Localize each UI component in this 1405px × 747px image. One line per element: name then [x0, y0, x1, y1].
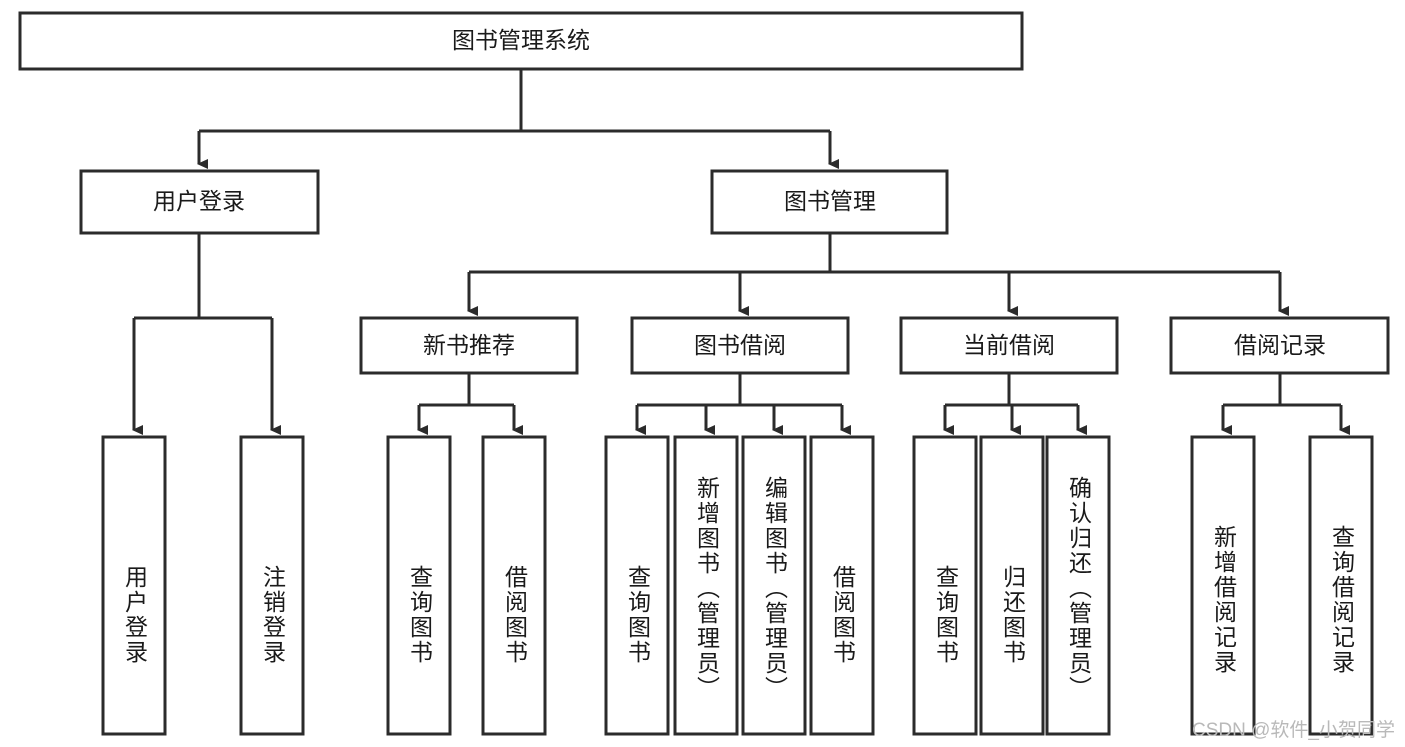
leaf-label-wrap-return-book: 归还图书: [981, 495, 1043, 734]
node-root-rect[interactable]: [18, 11, 1024, 71]
node-borrow-record[interactable]: 借阅记录: [1169, 316, 1390, 375]
connector-group-current: [943, 373, 1087, 435]
node-borrow-record-rect[interactable]: [1169, 316, 1390, 375]
leaf-rect-query-book-1[interactable]: [386, 435, 452, 736]
leaf-rect-user-login[interactable]: [101, 435, 167, 736]
leaf-rect-query-book-2[interactable]: [604, 435, 670, 736]
leaf-rect-add-record[interactable]: [1190, 435, 1256, 736]
leaf-rect-query-record[interactable]: [1308, 435, 1374, 736]
leaf-rect-query-book-3[interactable]: [912, 435, 978, 736]
node-new-book-recommend-rect[interactable]: [359, 316, 579, 375]
leaf-label-wrap-confirm-return: 确认归还（管理员）: [1047, 443, 1109, 734]
node-user-login-label: 用户登录: [153, 188, 245, 214]
node-book-manage-rect[interactable]: [710, 169, 949, 235]
connector-group-user-login: [132, 233, 281, 435]
leaf-label-query-record: 查询借阅记录: [1328, 524, 1355, 675]
leaf-rect-confirm-return[interactable]: [1045, 435, 1111, 736]
leaf-label-wrap-query-book-3: 查询图书: [914, 495, 976, 734]
leaf-label-wrap-query-record: 查询借阅记录: [1310, 465, 1372, 734]
connector-group-book-manage: [467, 232, 1289, 316]
node-user-login[interactable]: 用户登录: [79, 169, 320, 235]
leaf-label-edit-book: 编辑图书（管理员）: [761, 476, 788, 701]
node-new-book-recommend-label: 新书推荐: [423, 332, 515, 358]
leaf-rect-edit-book[interactable]: [741, 435, 807, 736]
node-book-borrow[interactable]: 图书借阅: [630, 316, 850, 375]
leaf-label-wrap-add-record: 新增借阅记录: [1192, 465, 1254, 734]
node-root-label: 图书管理系统: [452, 27, 590, 53]
node-borrow-record-label: 借阅记录: [1234, 332, 1326, 358]
leaf-label-add-book: 新增图书（管理员）: [693, 476, 720, 701]
watermark-text: CSDN @软件_小贺同学: [1192, 720, 1395, 741]
leaf-rect-logout[interactable]: [239, 435, 305, 736]
leaf-boxes: [101, 435, 1374, 736]
leaf-rect-return-book[interactable]: [979, 435, 1045, 736]
node-current-borrow[interactable]: 当前借阅: [899, 316, 1119, 375]
leaf-rect-add-book[interactable]: [673, 435, 739, 736]
leaf-label-wrap-borrow-book-1: 借阅图书: [483, 495, 545, 734]
connector-group-borrow: [635, 373, 851, 435]
leaf-label-wrap-query-book-1: 查询图书: [388, 495, 450, 734]
connector-group-record: [1221, 373, 1350, 435]
leaf-label-borrow-book-1: 借阅图书: [501, 564, 528, 665]
leaf-label-confirm-return: 确认归还（管理员）: [1065, 476, 1092, 701]
leaf-label-query-book-1: 查询图书: [406, 564, 433, 665]
leaf-label-wrap-borrow-book-2: 借阅图书: [811, 495, 873, 734]
node-user-login-rect[interactable]: [79, 169, 320, 235]
leaf-label-add-record: 新增借阅记录: [1210, 524, 1237, 675]
leaf-label-wrap-logout: 注销登录: [241, 495, 303, 734]
node-book-manage-label: 图书管理: [784, 188, 876, 214]
leaf-label-wrap-query-book-2: 查询图书: [606, 495, 668, 734]
leaf-label-borrow-book-2: 借阅图书: [829, 564, 856, 665]
node-new-book-recommend[interactable]: 新书推荐: [359, 316, 579, 375]
node-book-borrow-rect[interactable]: [630, 316, 850, 375]
connector-group-new-book: [417, 373, 523, 435]
leaf-label-query-book-3: 查询图书: [932, 564, 959, 665]
connector-group-root: [197, 69, 839, 169]
leaf-label-query-book-2: 查询图书: [624, 564, 651, 665]
node-current-borrow-rect[interactable]: [899, 316, 1119, 375]
node-root[interactable]: 图书管理系统: [18, 11, 1024, 71]
leaf-label-user-login: 用户登录: [121, 564, 148, 665]
leaf-label-wrap-edit-book: 编辑图书（管理员）: [743, 443, 805, 734]
leaf-label-wrap-add-book: 新增图书（管理员）: [675, 443, 737, 734]
node-book-borrow-label: 图书借阅: [694, 332, 786, 358]
node-book-manage[interactable]: 图书管理: [710, 169, 949, 235]
node-current-borrow-label: 当前借阅: [963, 332, 1055, 358]
leaf-rect-borrow-book-2[interactable]: [809, 435, 875, 736]
leaf-label-wrap-user-login: 用户登录: [103, 495, 165, 734]
leaf-label-return-book: 归还图书: [999, 564, 1026, 665]
leaf-label-logout: 注销登录: [259, 564, 286, 665]
leaf-rect-borrow-book-1[interactable]: [481, 435, 547, 736]
